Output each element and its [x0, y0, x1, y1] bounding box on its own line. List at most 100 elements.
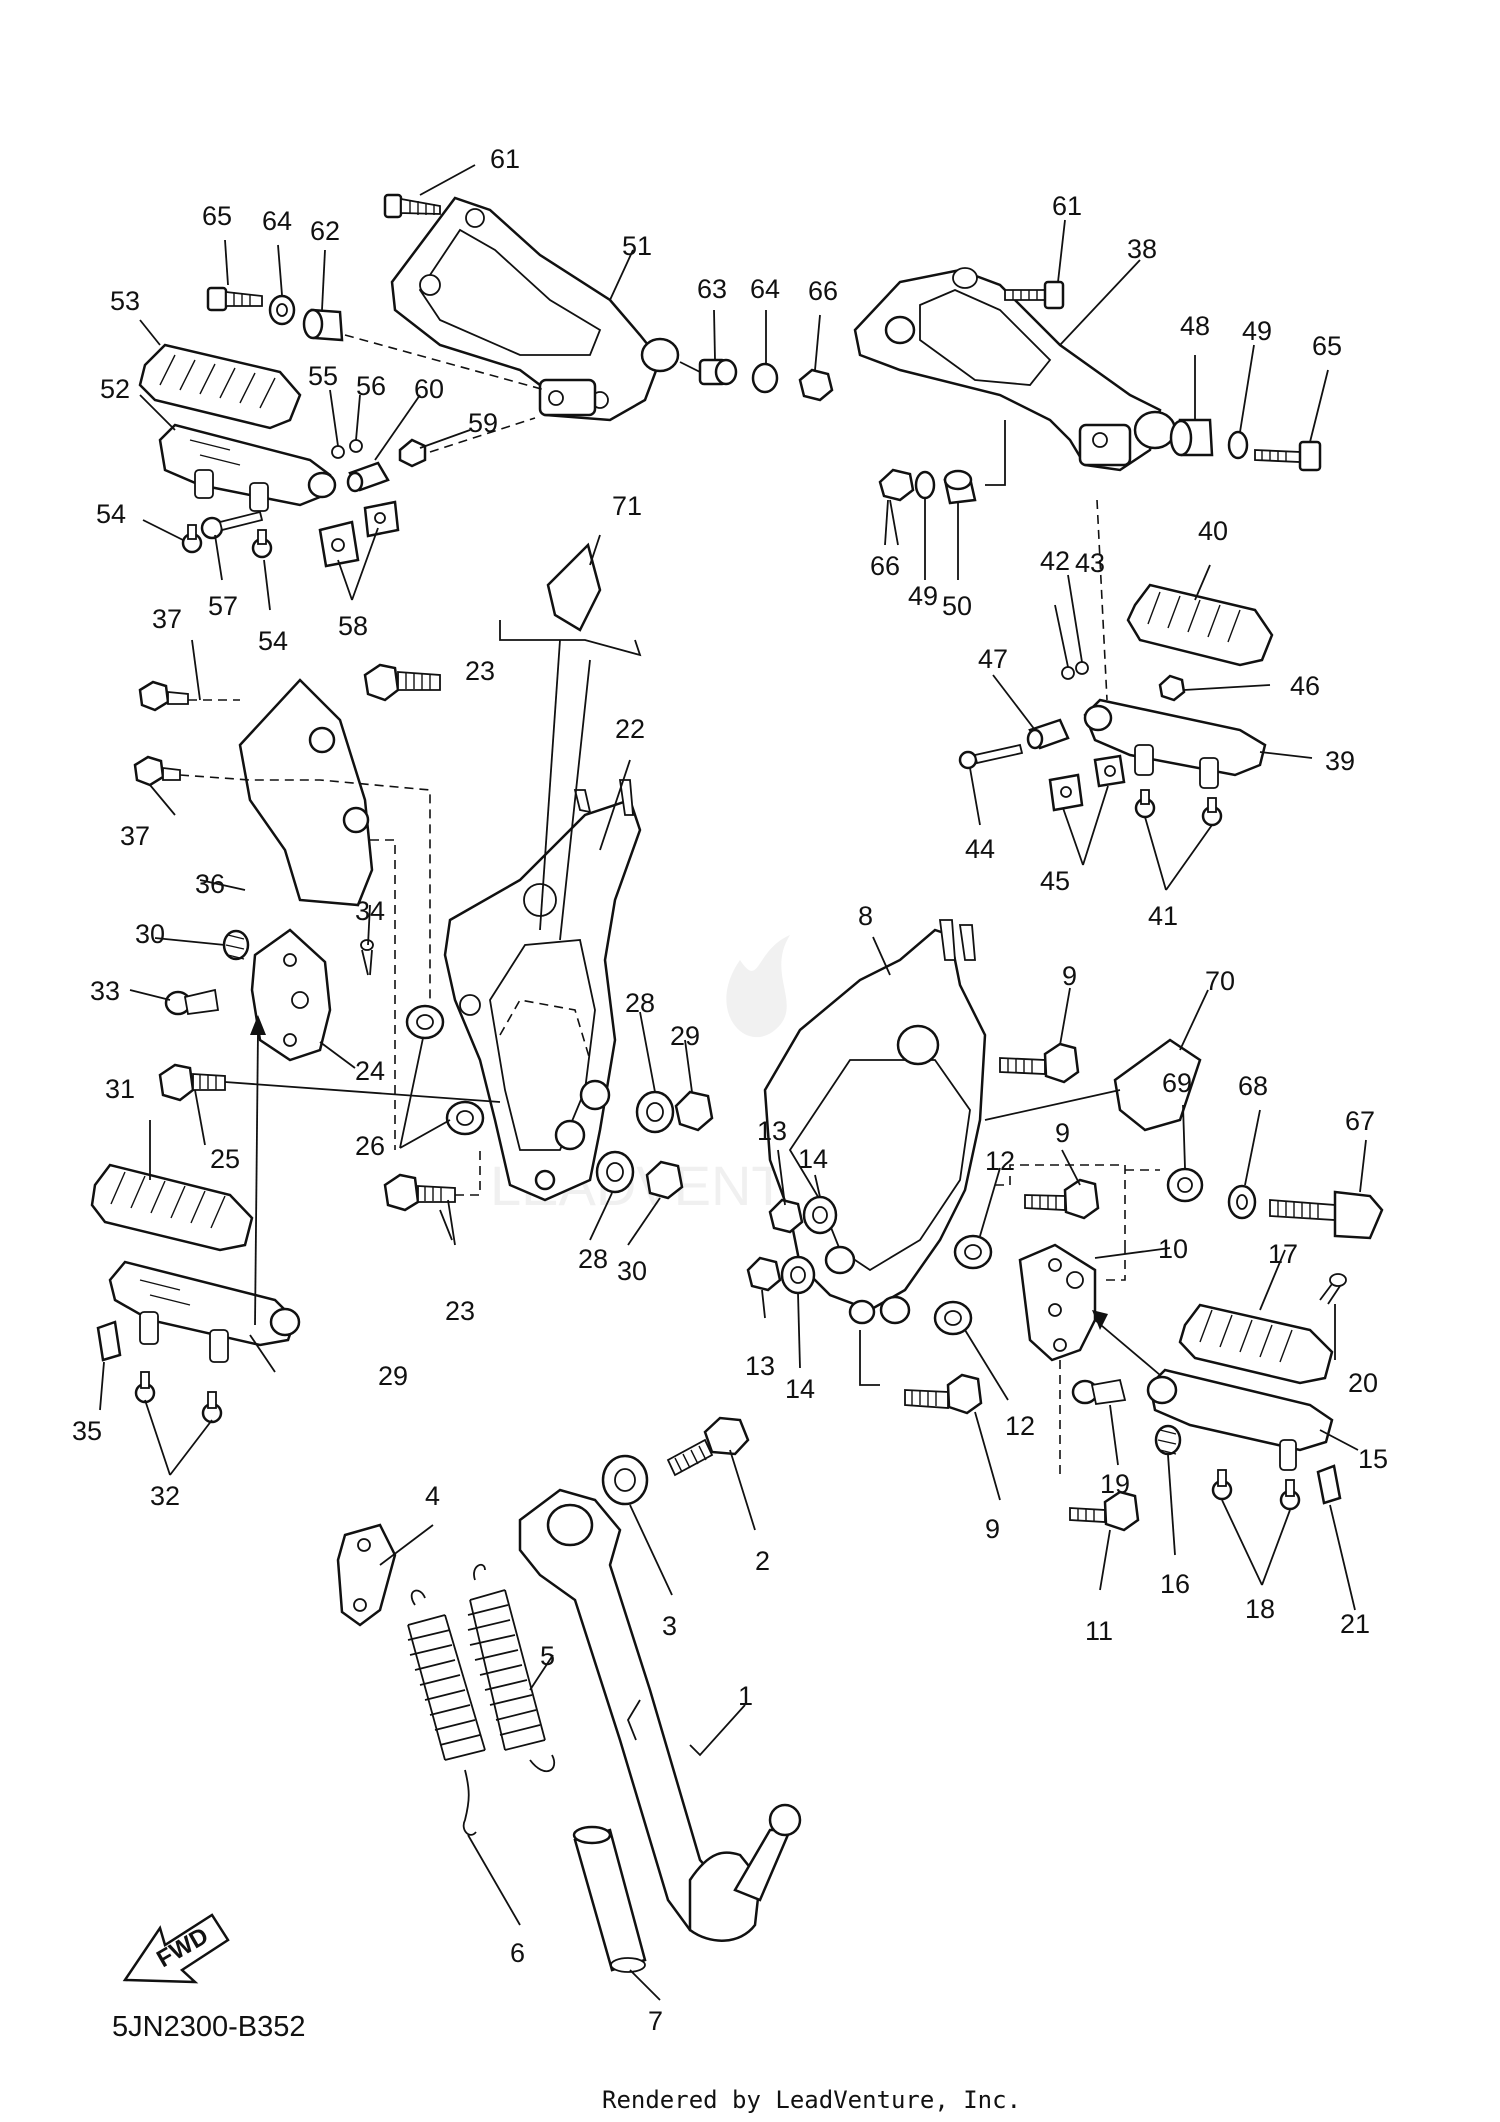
bolt-65-right — [1254, 440, 1322, 472]
ball-55 — [331, 445, 345, 459]
callout-49-lower: 49 — [908, 581, 938, 611]
nut-13-upper — [768, 1198, 804, 1234]
rear-left-footrest-52 — [158, 423, 337, 512]
callout-58: 58 — [338, 611, 368, 641]
pin-19 — [1071, 1378, 1127, 1406]
bolt-11 — [1069, 1490, 1140, 1532]
callout-52: 52 — [100, 374, 130, 404]
bolt-23-upper — [363, 663, 441, 702]
callout-66-right: 66 — [870, 551, 900, 581]
spring-5 — [467, 1563, 555, 1773]
spring-30 — [222, 929, 250, 961]
screw-35 — [96, 1320, 122, 1362]
callout-66-center: 66 — [808, 276, 838, 306]
bolt-61-left — [383, 193, 441, 219]
callout-69: 69 — [1162, 1068, 1192, 1098]
callout-36: 36 — [195, 869, 225, 899]
callout-54-right: 54 — [258, 626, 288, 656]
callout-62: 62 — [310, 216, 340, 246]
callout-64-left: 64 — [262, 206, 292, 236]
callout-39: 39 — [1325, 746, 1355, 776]
bolt-2 — [666, 1416, 750, 1477]
screw-54-a — [181, 524, 203, 554]
left-rear-footrest-bracket — [390, 196, 680, 422]
bolt-9-middle — [1024, 1178, 1100, 1220]
callout-51: 51 — [622, 231, 652, 261]
fwd-arrow-icon: FWD — [122, 1913, 230, 1984]
callout-65-right: 65 — [1312, 331, 1342, 361]
callout-70: 70 — [1205, 966, 1235, 996]
callout-9-upper: 9 — [1062, 961, 1077, 991]
damper-26-upper — [405, 1004, 445, 1040]
callout-24: 24 — [355, 1056, 385, 1086]
callout-42: 42 — [1040, 546, 1070, 576]
screw-41-a — [1134, 789, 1156, 819]
screw-18-b — [1279, 1479, 1301, 1511]
callout-3: 3 — [662, 1611, 677, 1641]
damper-26-lower — [445, 1100, 485, 1136]
bolt-37-lower — [133, 755, 181, 787]
left-front-footrest-bracket — [443, 779, 642, 1202]
bolt-9-upper — [999, 1042, 1080, 1084]
callout-2: 2 — [755, 1546, 770, 1576]
screw-21 — [1316, 1464, 1342, 1505]
callout-4: 4 — [425, 1481, 440, 1511]
nut-59 — [398, 438, 427, 468]
bolt-67 — [1269, 1190, 1384, 1240]
pin-44 — [958, 743, 1024, 770]
callout-44: 44 — [965, 834, 995, 864]
callout-9-middle: 9 — [1055, 1118, 1070, 1148]
rear-right-footrest-rubber-40 — [1126, 583, 1274, 667]
screw-32-a — [134, 1371, 156, 1404]
spring-56 — [349, 439, 363, 453]
callout-35: 35 — [72, 1416, 102, 1446]
spring-6 — [407, 1589, 486, 1836]
bracket-10 — [1018, 1243, 1097, 1362]
rear-right-footrest-39 — [1083, 698, 1267, 789]
callout-18: 18 — [1245, 1594, 1275, 1624]
callout-13-lower: 13 — [745, 1351, 775, 1381]
callout-32: 32 — [150, 1481, 180, 1511]
callout-41: 41 — [1148, 901, 1178, 931]
damper-12-lower — [933, 1300, 973, 1336]
pin-33 — [164, 988, 220, 1016]
bracket-24 — [250, 928, 332, 1062]
washer-49-right — [1227, 430, 1249, 460]
bolt-61-right — [1004, 280, 1065, 310]
spring-43 — [1075, 661, 1089, 675]
callout-50: 50 — [942, 591, 972, 621]
callout-14-upper: 14 — [798, 1144, 828, 1174]
plate-4 — [336, 1523, 397, 1627]
nut-28-lower — [645, 1160, 684, 1200]
collar-47 — [1026, 718, 1070, 750]
pin-57 — [200, 510, 264, 540]
callout-53: 53 — [110, 286, 140, 316]
callout-28-lower: 30 — [617, 1256, 647, 1286]
callout-27-lower: 28 — [578, 1244, 608, 1274]
collar-62-left — [302, 308, 344, 342]
bushing-7 — [572, 1825, 647, 1973]
callout-29: 29 — [378, 1361, 408, 1391]
nut-66-right — [878, 468, 915, 502]
callout-12-lower: 12 — [1005, 1411, 1035, 1441]
callout-12-upper: 12 — [985, 1146, 1015, 1176]
callout-47: 47 — [978, 644, 1008, 674]
rear-left-footrest-rubber-53 — [138, 343, 302, 430]
callout-43: 43 — [1075, 548, 1105, 578]
callout-61-left: 61 — [490, 144, 520, 174]
callout-40: 40 — [1198, 516, 1228, 546]
callout-48: 48 — [1180, 311, 1210, 341]
callout-34: 34 — [355, 896, 385, 926]
cotter-pin-34 — [360, 939, 374, 976]
washer-3 — [601, 1454, 649, 1506]
callout-64-center: 64 — [750, 274, 780, 304]
callout-10: 10 — [1158, 1234, 1188, 1264]
callout-33: 33 — [90, 976, 120, 1006]
callout-46: 46 — [1290, 671, 1320, 701]
nut-46 — [1158, 674, 1186, 702]
callout-9-lower: 9 — [985, 1514, 1000, 1544]
callout-63: 63 — [697, 274, 727, 304]
callout-65-left: 65 — [202, 201, 232, 231]
callout-60: 60 — [414, 374, 444, 404]
